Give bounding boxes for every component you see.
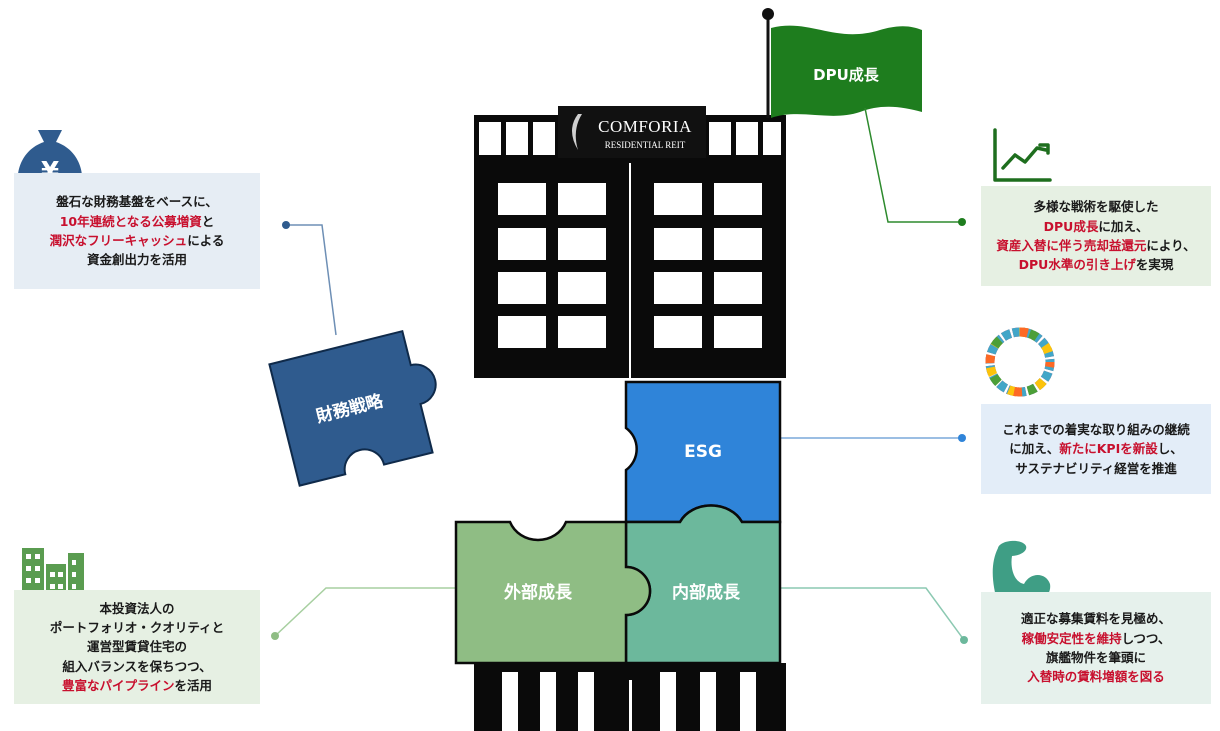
flag-label: DPU成長 <box>813 66 880 84</box>
piece-label-external: 外部成長 <box>504 582 573 603</box>
connectors <box>271 107 968 644</box>
callout-finance: 盤石な財務基盤をベースに、10年連続となる公募増資と潤沢なフリーキャッシュによる… <box>14 173 260 289</box>
puzzle-finance: 財務戦略 <box>268 329 437 487</box>
callout-text-segment: 組入バランスを保ちつつ、 <box>62 658 212 674</box>
logo-line2: RESIDENTIAL REIT <box>605 140 686 150</box>
callout-text-segment: を活用 <box>174 678 212 694</box>
callout-line: 豊富なパイプラインを活用 <box>50 676 224 695</box>
callout-line: サステナビリティ経営を推進 <box>1002 459 1190 478</box>
callout-line: これまでの着実な取り組みの継続 <box>1002 420 1190 439</box>
building-body <box>474 163 786 378</box>
callout-text-segment: サステナビリティ経営を推進 <box>1015 460 1177 476</box>
logo-line1: COMFORIA <box>598 117 692 136</box>
callout-line: 資金創出力を活用 <box>50 250 225 269</box>
comforia-logo: COMFORIA RESIDENTIAL REIT <box>558 106 706 158</box>
highlight-text: 豊富なパイプライン <box>61 678 175 694</box>
flexed-arm-icon <box>992 540 1051 604</box>
highlight-text: 入替時の賃料増額を図る <box>1027 669 1165 685</box>
connector-internal <box>780 587 965 641</box>
callout-line: 潤沢なフリーキャッシュによる <box>50 231 225 250</box>
callout-line: 多様な戦術を駆使した <box>996 197 1195 216</box>
highlight-text: 潤沢なフリーキャッシュ <box>49 233 188 248</box>
callout-text-segment: 旗艦物件を筆頭に <box>1045 650 1146 665</box>
callout-line: 運営型賃貸住宅の <box>50 637 224 656</box>
highlight-text: 資産入替に伴う売却益還元 <box>996 238 1147 253</box>
callout-text-segment: 適正な募集賃料を見極め、 <box>1020 611 1171 627</box>
callout-text-segment: を実現 <box>1135 257 1174 273</box>
callout-text-segment: これまでの着実な取り組みの継続 <box>1002 421 1190 437</box>
callout-text-segment: に加え、 <box>1098 218 1149 234</box>
callout-line: 入替時の賃料増額を図る <box>1021 667 1171 686</box>
highlight-text: 新たにKPIを新設 <box>1059 441 1158 457</box>
callout-line: に加え、新たにKPIを新設し、 <box>1002 439 1190 458</box>
piece-label-esg: ESG <box>684 442 722 462</box>
callout-text-segment: 盤石な財務基盤をベースに、 <box>56 194 218 210</box>
highlight-text: DPU水準の引き上げ <box>1018 257 1136 273</box>
callout-line: 組入バランスを保ちつつ、 <box>50 657 224 676</box>
callout-text-segment: しつつ、 <box>1121 630 1171 646</box>
callout-text-segment: 運営型賃貸住宅の <box>86 639 187 655</box>
callout-line: 適正な募集賃料を見極め、 <box>1021 609 1171 628</box>
puzzle-external: 外部成長 <box>454 520 652 665</box>
sdgs-wheel-icon <box>985 327 1055 397</box>
highlight-text: 10年連続となる公募増資 <box>59 213 202 229</box>
callout-text-segment: ポートフォリオ・クオリティと <box>49 619 225 635</box>
callout-esg: これまでの着実な取り組みの継続に加え、新たにKPIを新設し、サステナビリティ経営… <box>981 404 1211 494</box>
connector-external <box>274 587 458 637</box>
piece-label-internal: 内部成長 <box>672 582 741 603</box>
connector-dpu <box>864 107 962 223</box>
callout-internal: 適正な募集賃料を見極め、稼働安定性を維持しつつ、旗艦物件を筆頭に入替時の賃料増額… <box>981 592 1211 704</box>
callout-line: 10年連続となる公募増資と <box>50 212 225 231</box>
callout-text-segment: し、 <box>1157 441 1183 457</box>
callout-text-segment: に加え、 <box>1009 441 1060 457</box>
highlight-text: DPU成長 <box>1043 218 1099 234</box>
callout-text-segment: と <box>201 213 215 229</box>
callout-line: 資産入替に伴う売却益還元により、 <box>996 236 1195 255</box>
building-base <box>474 663 786 731</box>
connector-finance <box>286 224 337 336</box>
callout-text-segment: 資金創出力を活用 <box>86 252 187 268</box>
callout-line: ポートフォリオ・クオリティと <box>50 618 224 637</box>
callout-text-segment: 本投資法人の <box>99 600 175 616</box>
callout-external: 本投資法人のポートフォリオ・クオリティと運営型賃貸住宅の組入バランスを保ちつつ、… <box>14 590 260 704</box>
callout-line: DPU成長に加え、 <box>996 217 1195 236</box>
callout-line: 盤石な財務基盤をベースに、 <box>50 192 225 211</box>
callout-line: 本投資法人の <box>50 599 224 618</box>
callout-line: 旗艦物件を筆頭に <box>1021 648 1171 667</box>
callout-text-segment: による <box>187 233 225 248</box>
callout-line: 稼働安定性を維持しつつ、 <box>1021 629 1171 648</box>
highlight-text: 稼働安定性を維持 <box>1021 630 1122 646</box>
callout-text-segment: 多様な戦術を駆使した <box>1033 199 1159 215</box>
callout-line: DPU水準の引き上げを実現 <box>996 255 1195 274</box>
puzzle-esg: ESG <box>624 380 782 524</box>
callout-text-segment: により、 <box>1146 238 1196 253</box>
growth-chart-icon <box>993 128 1052 182</box>
dpu-flag: DPU成長 <box>762 8 922 118</box>
